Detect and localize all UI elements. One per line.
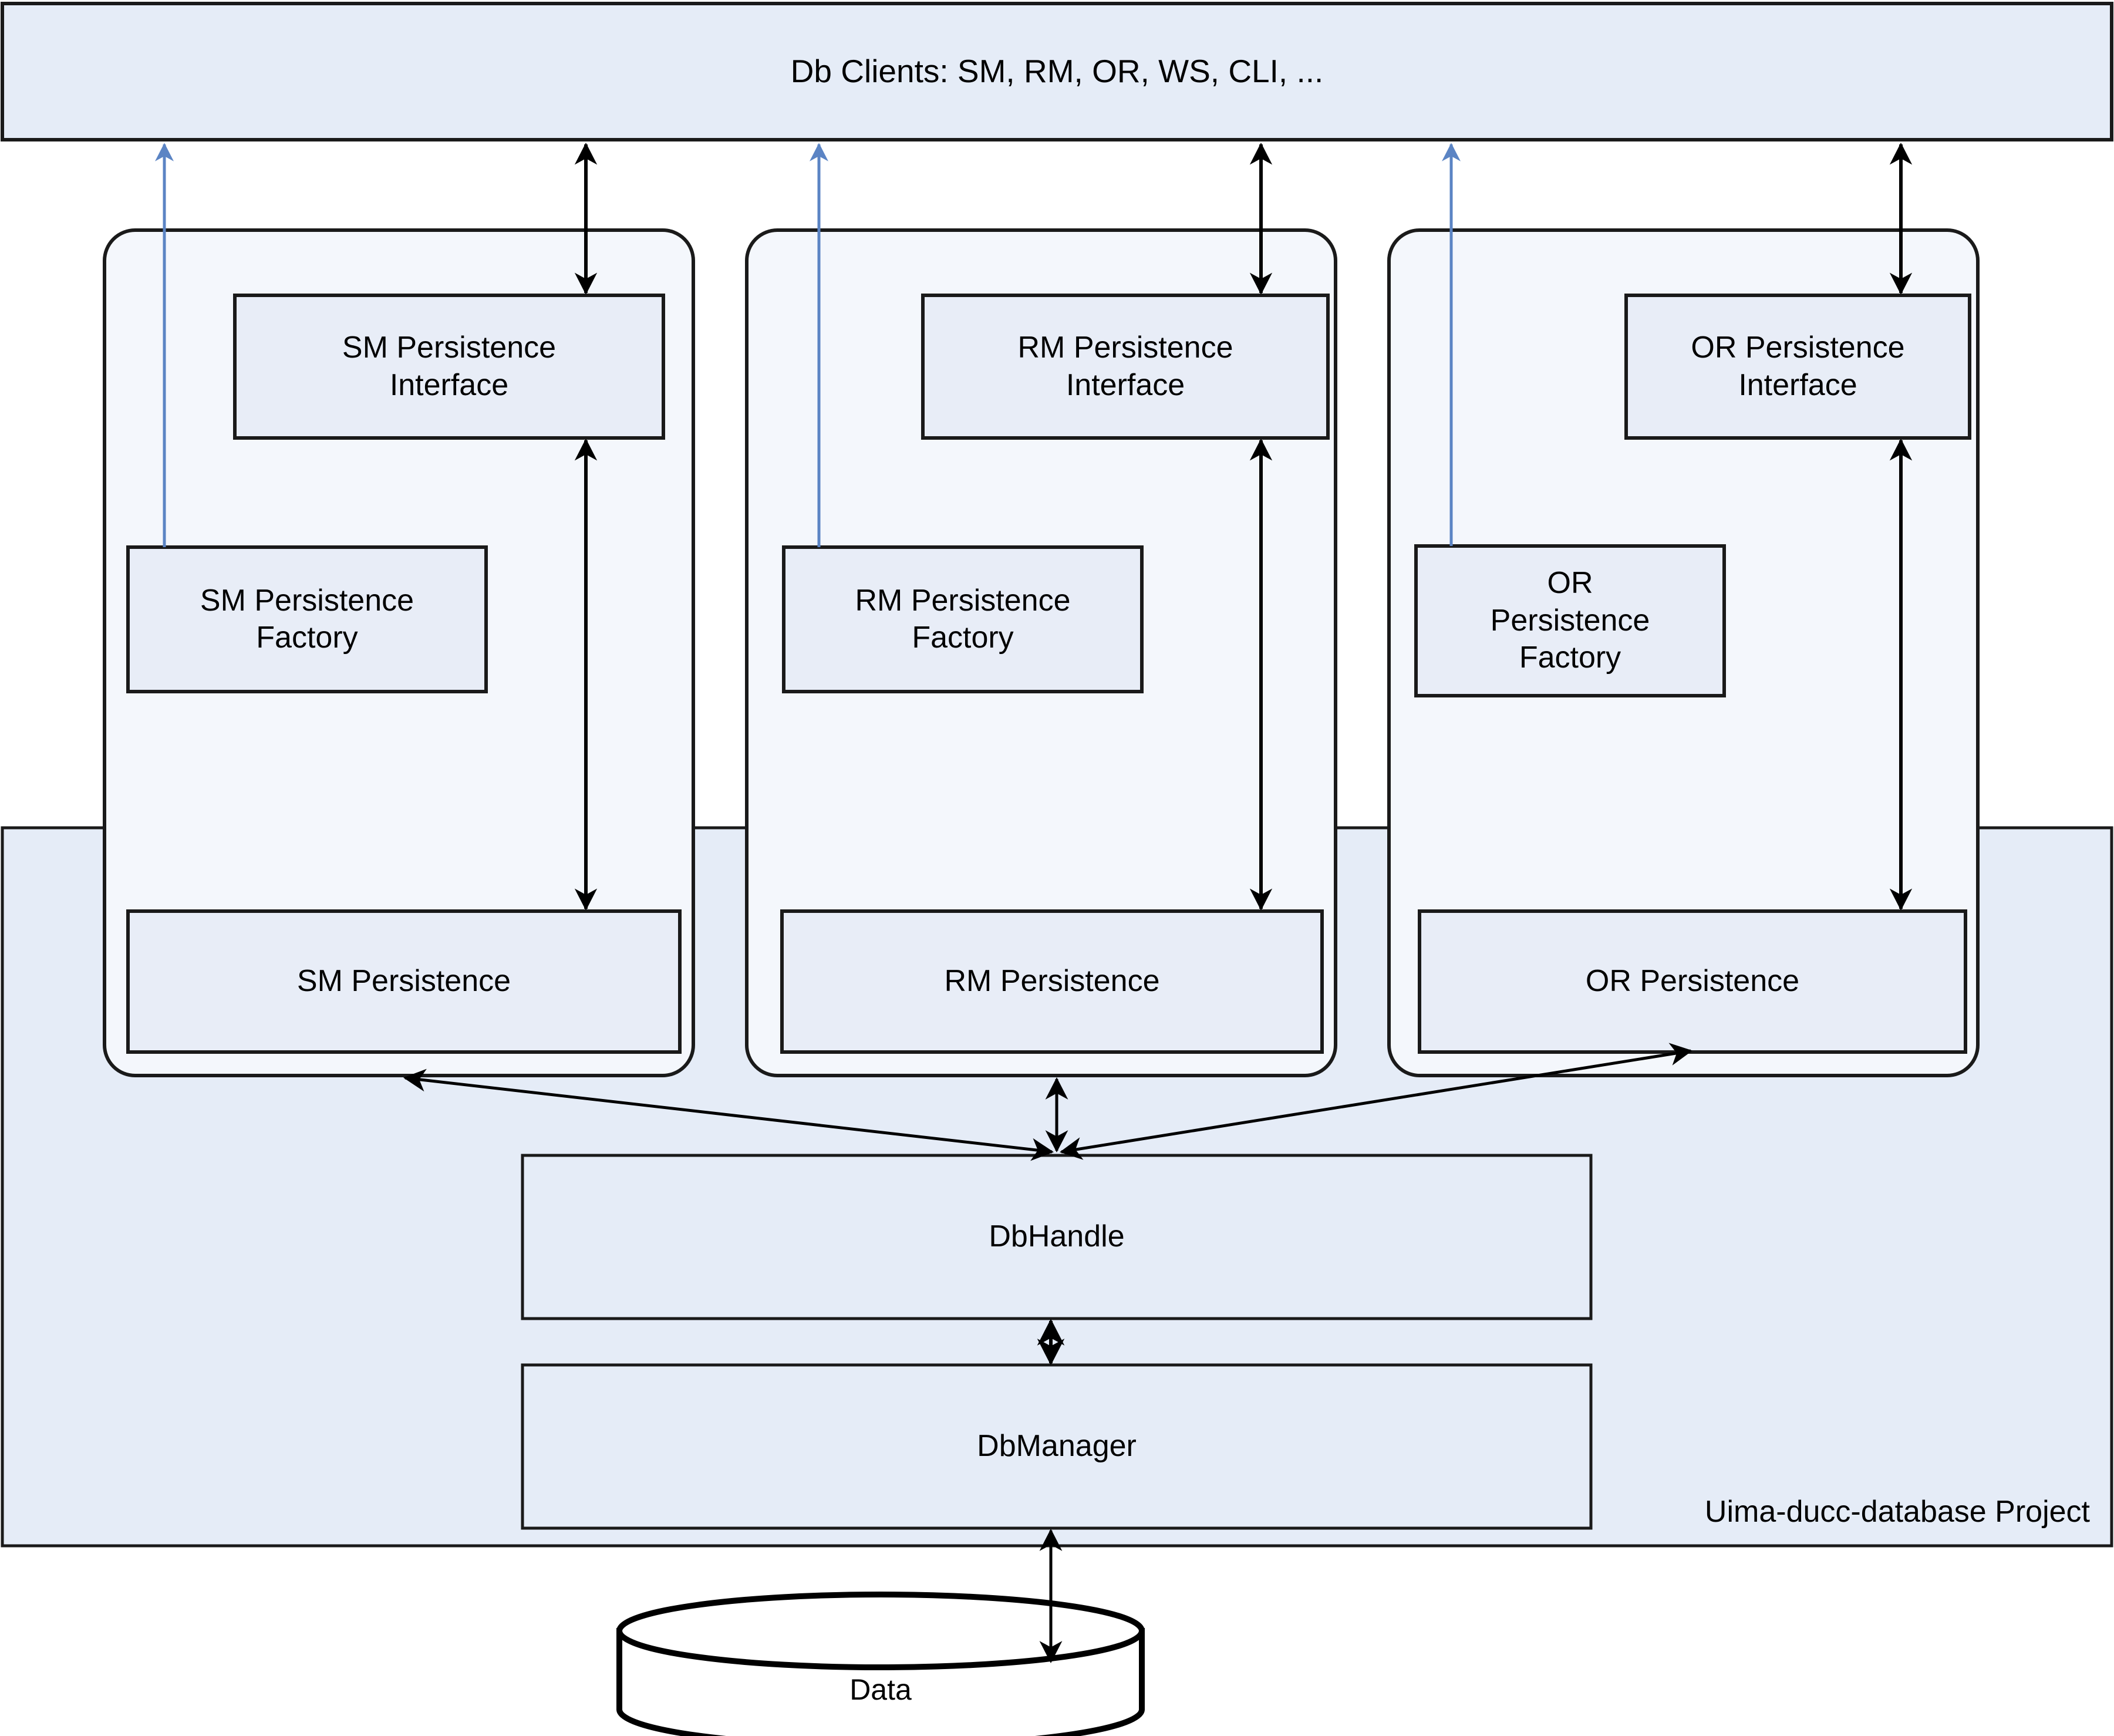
data-cylinder [616,1592,1145,1736]
db-handle-box [521,1154,1593,1320]
db-manager-box [521,1363,1593,1530]
or-persistence-factory-box [1414,544,1726,697]
db-clients-bar [1,2,2113,141]
rm-persistence-box [780,909,1324,1054]
arrow-dbhandle-to-or [1060,1043,1692,1160]
or-persistence-box [1418,909,1967,1054]
or-persistence-interface-box [1624,294,1971,440]
arrow-dbhandle-to-sm [403,1068,1054,1161]
sm-persistence-factory-box [126,545,488,693]
sm-persistence-box [126,909,682,1054]
rm-persistence-factory-box [782,545,1144,693]
sm-persistence-interface-box [233,294,665,440]
rm-persistence-interface-box [921,294,1330,440]
